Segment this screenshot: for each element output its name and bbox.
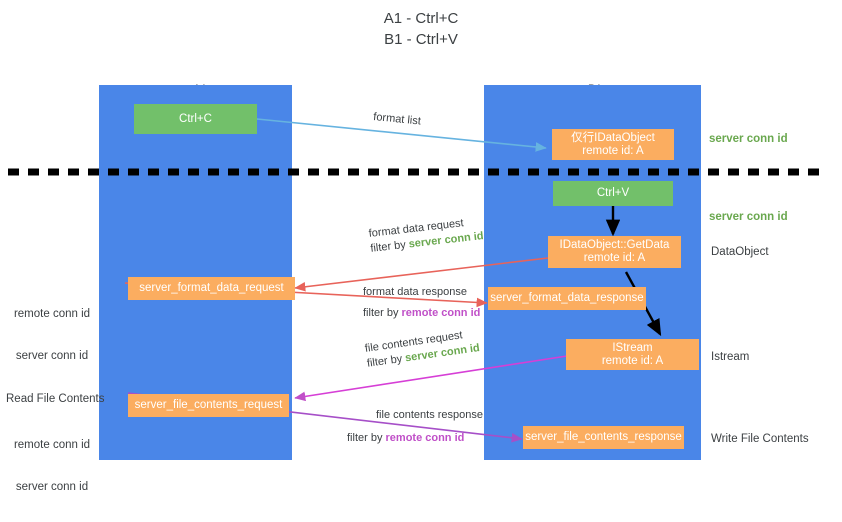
box-server-format-data-request[interactable]: server_format_data_request	[128, 277, 295, 300]
edge-label-file-contents-response-text: file contents response	[376, 409, 484, 421]
filter-value-remote-conn-id-1: remote conn id	[401, 307, 481, 319]
filter-prefix-3: filter by	[366, 352, 407, 370]
edge-label-format-data-response-text: format data response	[363, 286, 467, 298]
edge-label-format-list: format list	[372, 110, 422, 128]
right-annotation-istream: Istream	[711, 351, 750, 363]
edge-label-file-contents-request: file contents request filter by server c…	[364, 326, 481, 372]
box-server-file-contents-request[interactable]: server_file_contents_request	[128, 394, 289, 417]
filter-value-remote-conn-id-2: remote conn id	[385, 432, 465, 444]
left-annotation-file-remote: remote conn id	[13, 439, 91, 451]
left-annotation-format-remote: remote conn id	[13, 308, 91, 320]
right-annotation-server-conn-id-mid: server conn id	[709, 211, 788, 223]
box-ctrl-v[interactable]: Ctrl+V	[553, 181, 673, 206]
edge-label-file-contents-response-filter: filter by remote conn id	[347, 431, 483, 446]
filter-prefix-2: filter by	[363, 307, 402, 319]
box-getdata[interactable]: IDataObject::GetData remote id: A	[548, 236, 681, 268]
left-annotation-file: remote conn id server conn id	[8, 410, 96, 522]
edge-label-format-data-response-filter: filter by remote conn id	[363, 306, 480, 321]
left-annotation-read-file-contents: Read File Contents	[6, 393, 105, 405]
right-annotation-server-conn-id-top: server conn id	[709, 133, 788, 145]
left-annotation-format: remote conn id server conn id	[8, 279, 96, 391]
filter-prefix-1: filter by	[369, 238, 410, 255]
right-annotation-dataobject: DataObject	[711, 246, 769, 258]
edge-label-format-data-response: format data response filter by remote co…	[363, 285, 480, 321]
right-annotation-write-file-contents: Write File Contents	[711, 433, 809, 445]
edge-label-file-contents-response: file contents response filter by remote …	[347, 408, 484, 446]
box-server-file-contents-response[interactable]: server_file_contents_response	[523, 426, 684, 449]
diagram-canvas: A1 - Ctrl+C B1 - Ctrl+V A1 remote B1 con…	[6, 10, 826, 493]
page-title: A1 - Ctrl+C B1 - Ctrl+V	[383, 10, 459, 48]
filter-prefix-4: filter by	[347, 432, 386, 444]
box-istream[interactable]: IStream remote id: A	[566, 339, 699, 370]
box-ctrl-c[interactable]: Ctrl+C	[134, 104, 257, 134]
box-server-format-data-response[interactable]: server_format_data_response	[488, 287, 646, 310]
left-annotation-format-server: server conn id	[15, 350, 89, 362]
edge-label-format-data-request: format data request filter by server con…	[368, 214, 484, 257]
box-idataobject[interactable]: 仅行IDataObject remote id: A	[552, 129, 674, 160]
left-annotation-file-server: server conn id	[15, 481, 89, 493]
